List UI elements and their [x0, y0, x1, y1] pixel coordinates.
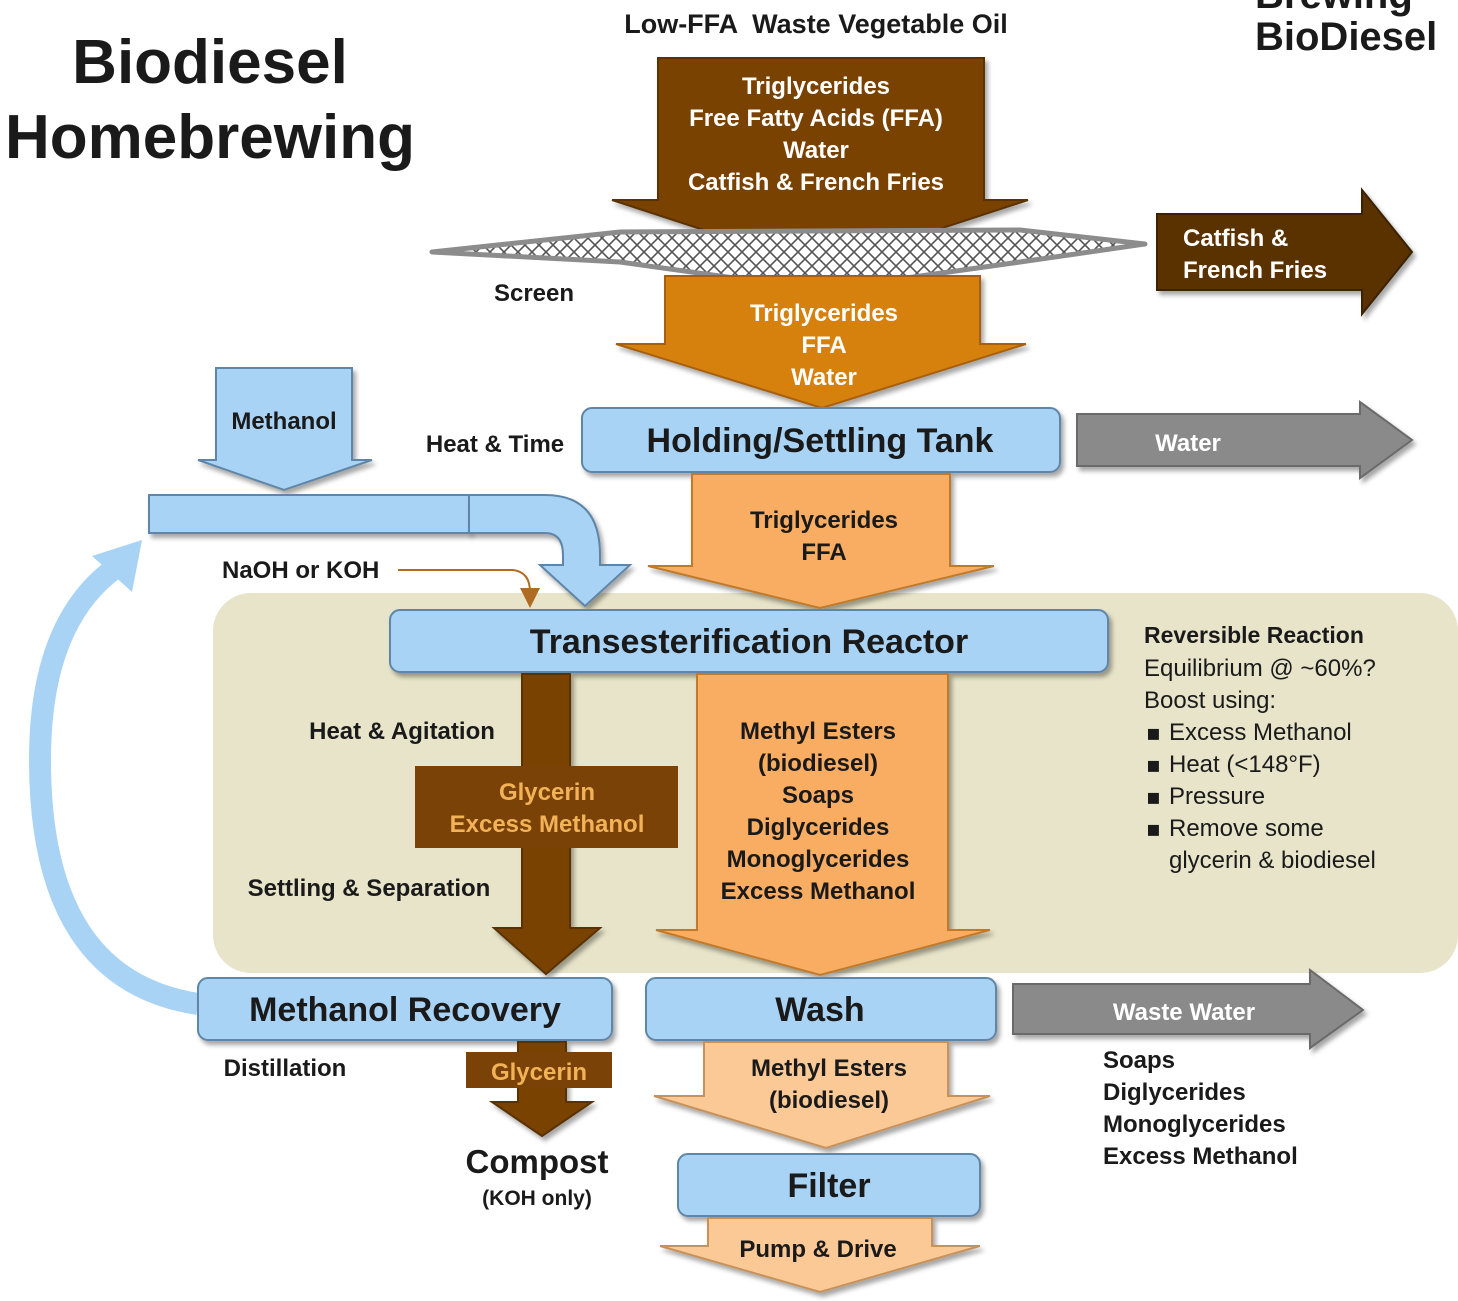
waste-content-3: Monoglycerides	[1103, 1111, 1286, 1138]
glycerin-content-1: Glycerin	[499, 779, 595, 806]
water-arrow	[1076, 400, 1414, 480]
input-content-3: Water	[783, 137, 849, 164]
main-title-line-1: Biodiesel	[72, 28, 348, 97]
notes-bullet-3: Pressure	[1169, 783, 1265, 810]
notes-bullet-4: Remove some	[1169, 815, 1324, 842]
methanol-pipe-elbow	[468, 494, 633, 608]
methanol-label: Methanol	[231, 408, 336, 435]
pump-drive-label: Pump & Drive	[739, 1236, 896, 1263]
notes-bullet-continuation: glycerin & biodiesel	[1169, 847, 1376, 874]
input-content-2: Free Fatty Acids (FFA)	[689, 105, 943, 132]
glycerin-content-2: Excess Methanol	[450, 811, 645, 838]
washed-ester-arrow	[653, 1041, 991, 1150]
washed-content-1: Methyl Esters	[751, 1055, 907, 1082]
methanol-recovery-title: Methanol Recovery	[249, 991, 561, 1029]
distillation-label: Distillation	[224, 1055, 347, 1082]
glycerin-contents-box	[415, 766, 678, 848]
waste-content-4: Excess Methanol	[1103, 1143, 1298, 1170]
filter-title: Filter	[787, 1167, 870, 1205]
screened-content-2: FFA	[801, 332, 846, 359]
catalyst-line	[398, 569, 540, 608]
notes-heading: Reversible Reaction	[1144, 622, 1364, 648]
waste-water-label: Waste Water	[1113, 999, 1255, 1026]
catfish-label-1: Catfish &	[1183, 225, 1288, 252]
waste-water-arrow	[1012, 967, 1365, 1050]
methanol-recovery-box	[197, 977, 613, 1041]
settled-oil-arrow	[647, 473, 995, 610]
input-label: Low-FFA Waste Vegetable Oil	[624, 9, 1008, 39]
notes-bullet-1: Excess Methanol	[1169, 719, 1352, 746]
corner-title-line-1: Brewing	[1255, 0, 1413, 17]
ester-content-4: Diglycerides	[747, 814, 890, 841]
holding-tank-title: Holding/Settling Tank	[647, 422, 994, 460]
settling-separation-label: Settling & Separation	[248, 875, 491, 902]
ester-content-2: (biodiesel)	[758, 750, 878, 777]
catfish-arrow	[1156, 187, 1414, 317]
reactor-title: Transesterification Reactor	[530, 623, 968, 661]
waste-content-2: Diglycerides	[1103, 1079, 1246, 1106]
corner-title-line-2: BioDiesel	[1255, 15, 1437, 59]
notes-bullet-marker-3: ▪	[1146, 785, 1161, 810]
heat-time-label: Heat & Time	[426, 431, 564, 458]
ester-content-3: Soaps	[782, 782, 854, 809]
ester-content-1: Methyl Esters	[740, 718, 896, 745]
pump-drive-arrow	[659, 1217, 981, 1294]
ester-content-5: Monoglycerides	[727, 846, 910, 873]
screen-label: Screen	[494, 280, 574, 307]
input-content-1: Triglycerides	[742, 73, 890, 100]
ester-arrow	[655, 673, 991, 977]
compost-note: (KOH only)	[482, 1187, 592, 1210]
notes-line-2: Boost using:	[1144, 687, 1276, 714]
glycerin-out-box	[466, 1052, 612, 1088]
catalyst-label: NaOH or KOH	[222, 557, 379, 584]
screened-content-3: Water	[791, 364, 857, 391]
compost-label: Compost	[466, 1143, 609, 1180]
screen-mesh	[429, 227, 1148, 293]
ester-content-6: Excess Methanol	[721, 878, 916, 905]
settled-content-1: Triglycerides	[750, 507, 898, 534]
main-title-line-2: Homebrewing	[5, 103, 415, 172]
notes-bullet-2: Heat (<148°F)	[1169, 751, 1321, 778]
input-content-4: Catfish & French Fries	[688, 169, 944, 196]
washed-content-2: (biodiesel)	[769, 1087, 889, 1114]
waste-content-1: Soaps	[1103, 1047, 1175, 1074]
settled-content-2: FFA	[801, 539, 846, 566]
notes-line-1: Equilibrium @ ~60%?	[1144, 655, 1376, 682]
methanol-pipe	[148, 494, 470, 534]
screened-oil-arrow	[615, 275, 1027, 410]
reactor-box	[389, 609, 1109, 673]
wash-box	[645, 977, 997, 1041]
glycerin-out-label: Glycerin	[491, 1059, 587, 1086]
heat-agitation-label: Heat & Agitation	[309, 718, 495, 745]
notes-bullet-marker-2: ▪	[1146, 753, 1161, 778]
screened-content-1: Triglycerides	[750, 300, 898, 327]
water-label: Water	[1155, 430, 1221, 457]
notes-bullet-marker-1: ▪	[1146, 721, 1161, 746]
holding-tank-box	[581, 407, 1061, 473]
methanol-recycle-arrowhead	[92, 540, 142, 592]
notes-bullet-marker-4: ▪	[1146, 817, 1161, 842]
filter-box	[677, 1153, 981, 1217]
methanol-recycle-arrow	[28, 556, 200, 1015]
methanol-arrow	[197, 367, 373, 492]
wash-title: Wash	[775, 991, 864, 1029]
catfish-label-2: French Fries	[1183, 257, 1327, 284]
